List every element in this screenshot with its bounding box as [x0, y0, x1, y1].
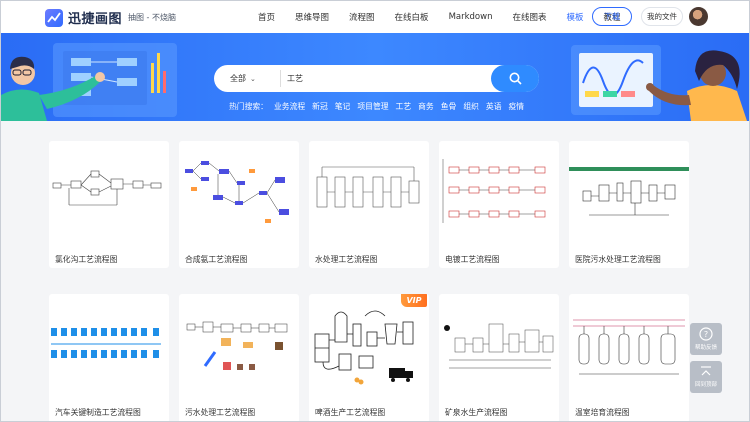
- back-to-top-label: 回到顶部: [694, 382, 717, 388]
- arrow-up-icon: [701, 366, 711, 376]
- nav-item-whiteboard[interactable]: 在线白板: [394, 13, 429, 23]
- search-icon: [509, 72, 522, 85]
- svg-text:?: ?: [704, 330, 708, 339]
- template-card[interactable]: 矿泉水生产流程图: [439, 294, 559, 421]
- hot-tag[interactable]: 商务: [418, 102, 434, 111]
- search-bar: 全部 ⌄: [214, 65, 539, 92]
- hot-tag[interactable]: 工艺: [395, 102, 412, 111]
- hot-tag[interactable]: 新冠: [312, 102, 328, 111]
- vip-badge: VIP: [401, 294, 427, 307]
- banner-illustration-left: [1, 43, 177, 121]
- template-thumbnail: [569, 167, 689, 216]
- template-title: 医院污水处理工艺流程图: [575, 255, 661, 264]
- hot-tag[interactable]: 英语: [485, 102, 502, 111]
- search-category-dropdown[interactable]: 全部 ⌄: [230, 65, 256, 92]
- brand-name: 迅捷画图: [68, 12, 123, 27]
- template-title: 矿泉水生产流程图: [445, 408, 508, 417]
- template-title: 氯化沟工艺流程图: [55, 255, 118, 264]
- nav-item-charts[interactable]: 在线图表: [512, 13, 547, 23]
- template-thumbnail: [185, 161, 289, 223]
- nav-item-markdown[interactable]: Markdown: [448, 12, 493, 22]
- nav-item-templates[interactable]: 模板: [566, 13, 584, 23]
- help-feedback-label: 帮助反馈: [694, 345, 717, 351]
- hot-tag[interactable]: 疫情: [508, 102, 525, 111]
- template-title: 电镀工艺流程图: [445, 255, 500, 264]
- template-thumbnail: [444, 323, 554, 369]
- hot-searches-label: 热门搜索：: [229, 102, 268, 111]
- nav-item-flowchart[interactable]: 流程图: [349, 13, 375, 23]
- nav-item-tutorials[interactable]: 教程: [603, 13, 621, 23]
- search-button[interactable]: [491, 65, 539, 92]
- top-nav: 迅捷画图 抽图 - 不烧脑 首页 思维导图 流程图 在线白板 Markdown …: [1, 1, 749, 33]
- hot-tag[interactable]: 项目管理: [357, 102, 389, 111]
- template-title: 水处理工艺流程图: [315, 255, 378, 264]
- help-feedback-button[interactable]: ? 帮助反馈: [690, 323, 722, 355]
- hot-tag[interactable]: 业务流程: [273, 102, 306, 111]
- template-card[interactable]: 氯化沟工艺流程图: [49, 141, 169, 268]
- template-title: 温室培育流程图: [575, 408, 630, 417]
- template-thumbnail: [573, 319, 685, 375]
- avatar[interactable]: [689, 7, 708, 26]
- my-files-button[interactable]: 我的文件: [641, 7, 683, 26]
- banner-illustration-right: [571, 45, 747, 121]
- hot-tag[interactable]: 鱼骨: [440, 102, 457, 111]
- template-thumbnail: [442, 159, 546, 223]
- template-thumbnail: [186, 321, 288, 370]
- hot-tag[interactable]: 组织: [463, 102, 479, 111]
- template-title: 汽车关键制造工艺流程图: [55, 408, 141, 417]
- template-card[interactable]: 水处理工艺流程图: [309, 141, 429, 268]
- template-card[interactable]: 污水处理工艺流程图: [179, 294, 299, 421]
- brand-logo[interactable]: 迅捷画图 抽图 - 不烧脑: [45, 8, 176, 27]
- download-button[interactable]: 下载: [592, 7, 632, 26]
- template-card[interactable]: 温室培育流程图: [569, 294, 689, 421]
- template-thumbnail: [314, 310, 414, 385]
- template-card[interactable]: 医院污水处理工艺流程图: [569, 141, 689, 268]
- search-input[interactable]: [280, 70, 480, 87]
- back-to-top-button[interactable]: 回到顶部: [690, 361, 722, 393]
- template-card[interactable]: 电镀工艺流程图: [439, 141, 559, 268]
- nav-item-home[interactable]: 首页: [258, 13, 276, 23]
- template-card[interactable]: 汽车关键制造工艺流程图: [49, 294, 169, 421]
- template-card[interactable]: VIP 啤酒生产工艺流程图: [309, 294, 429, 421]
- template-thumbnail: [52, 170, 162, 206]
- template-title: 啤酒生产工艺流程图: [315, 408, 386, 417]
- template-thumbnail: [316, 166, 420, 208]
- template-title: 合成氨工艺流程图: [185, 255, 248, 264]
- template-thumbnail: [51, 328, 161, 358]
- hot-tag[interactable]: 笔记: [334, 102, 351, 111]
- logo-icon: [45, 8, 63, 27]
- hot-searches: 热门搜索： 业务流程 新冠 笔记 项目管理 工艺 商务 鱼骨 组织 英语 疫情: [229, 101, 531, 112]
- brand-slogan: 抽图 - 不烧脑: [128, 13, 176, 22]
- chevron-down-icon: ⌄: [250, 74, 256, 83]
- help-icon: ?: [699, 327, 713, 341]
- search-banner: 全部 ⌄ 热门搜索： 业务流程 新冠 笔记 项目管理 工艺 商务 鱼骨 组织 英…: [1, 33, 749, 121]
- nav-item-mindmap[interactable]: 思维导图: [295, 13, 330, 23]
- template-title: 污水处理工艺流程图: [185, 408, 256, 417]
- search-category-label: 全部: [230, 74, 246, 83]
- nav-menu: 首页 思维导图 流程图 在线白板 Markdown 在线图表 模板 教程: [258, 1, 641, 33]
- template-card[interactable]: 合成氨工艺流程图: [179, 141, 299, 268]
